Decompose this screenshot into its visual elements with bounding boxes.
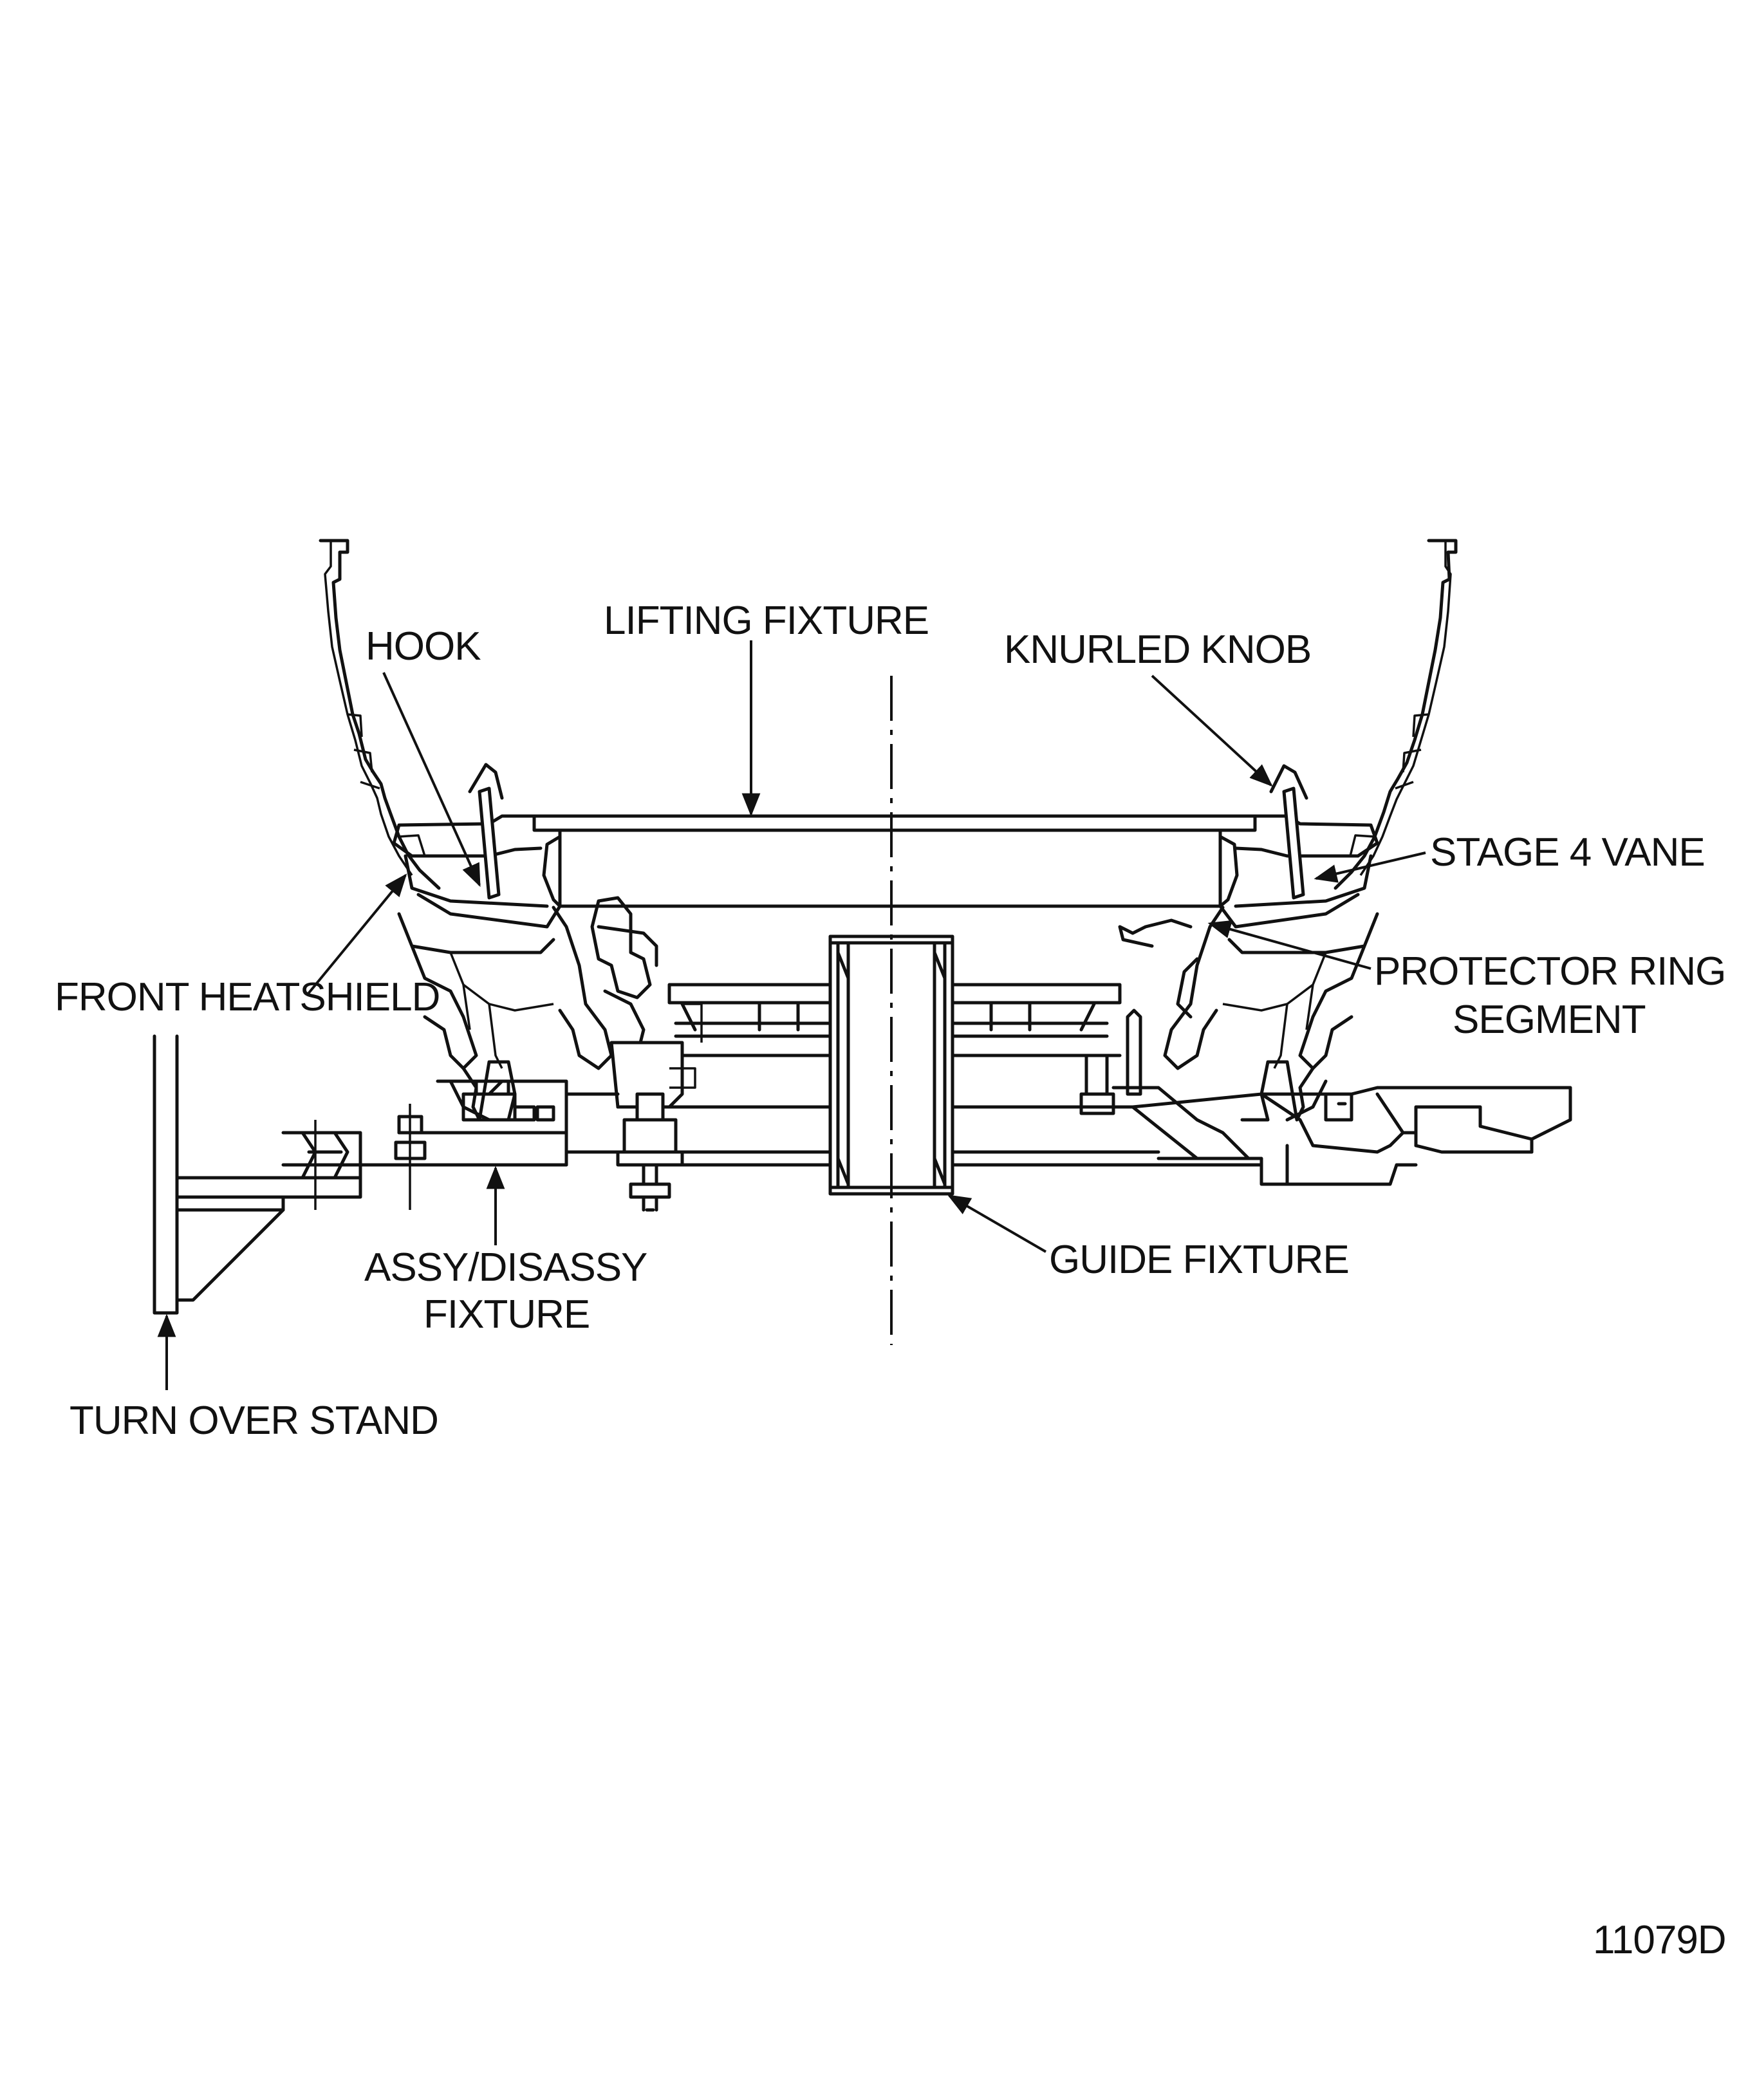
right-stud <box>1126 1008 1142 1096</box>
label-lifting-fixture: LIFTING FIXTURE <box>604 599 929 643</box>
label-protector-ring-1: PROTECTOR RING <box>1374 949 1725 994</box>
right-knob-cap <box>1269 764 1308 800</box>
right-ramp <box>1111 1086 1250 1160</box>
left-bolt-nut2 <box>629 1182 671 1199</box>
mid-rail <box>674 1021 1109 1038</box>
left-clamp <box>590 896 652 999</box>
right-mid-structure <box>1163 906 1225 1070</box>
label-front-heatshield: FRONT HEATSHIELD <box>55 975 440 1019</box>
left-casing-profile <box>319 539 441 890</box>
lifting-fixture-left-arm <box>542 835 562 908</box>
label-stage-4-vane: STAGE 4 VANE <box>1430 830 1705 875</box>
right-stud-nut <box>1084 1054 1109 1096</box>
right-knob-rod <box>1282 786 1305 900</box>
left-clamp-body <box>609 1041 684 1109</box>
right-stud-base <box>1079 1092 1115 1115</box>
label-hook: HOOK <box>366 624 481 669</box>
leader-protector-ring <box>1207 920 1371 970</box>
base-plate-outline <box>281 1092 1263 1180</box>
left-vane-detail <box>449 952 554 1069</box>
left-vane-upper <box>404 854 562 929</box>
left-knob-cap <box>468 763 504 800</box>
center-block-right <box>989 1002 1096 1032</box>
right-casing-inner <box>1359 542 1452 876</box>
leader-knurled-knob <box>1151 674 1273 787</box>
guide-fixture-inner-right <box>933 941 947 1189</box>
right-vane-upper <box>1218 854 1373 929</box>
left-block-small <box>461 1079 517 1122</box>
right-vane-detail <box>1222 952 1327 1069</box>
lifting-fixture-left-flange <box>392 814 543 858</box>
center-block-left <box>680 1002 800 1032</box>
leader-front-heatshield <box>306 873 407 996</box>
left-bolt-nut <box>622 1118 678 1154</box>
left-shim-blocks <box>301 1131 349 1180</box>
left-casing-inner <box>324 542 413 876</box>
turn-over-stand-brace <box>175 1208 285 1302</box>
left-clamp-slots <box>669 1003 703 1089</box>
lifting-fixture-right-arm <box>1218 835 1239 908</box>
turn-over-stand-arm <box>175 1176 285 1212</box>
right-lower-shroud <box>1240 1060 1328 1122</box>
base-plate-upper <box>436 1079 1572 1135</box>
label-assy-disassy-2: FIXTURE <box>423 1292 590 1337</box>
right-bracket <box>1118 918 1199 1019</box>
guide-fixture-inner-left <box>836 941 850 1189</box>
label-protector-ring-2: SEGMENT <box>1453 998 1646 1042</box>
leader-guide-fixture <box>947 1194 1047 1253</box>
central-beam <box>616 1054 1135 1109</box>
base-plate-lower <box>281 1150 1289 1199</box>
turn-over-stand-post <box>153 1034 179 1315</box>
figure-number: 11079D <box>1593 1918 1726 1962</box>
label-turn-over-stand: TURN OVER STAND <box>70 1398 438 1443</box>
leader-stage-4-vane <box>1314 851 1426 883</box>
left-casing-steps <box>347 713 426 857</box>
lifting-fixture-plate <box>532 814 1257 832</box>
left-block-small-2 <box>513 1105 555 1122</box>
label-assy-disassy-1: ASSY/DISASSY <box>364 1245 647 1290</box>
right-casing-steps <box>1349 713 1429 857</box>
left-knob-rod <box>478 786 501 900</box>
label-knurled-knob: KNURLED KNOB <box>1004 627 1311 672</box>
left-mid-structure <box>552 906 613 1070</box>
left-bolt-washer <box>616 1150 684 1167</box>
left-bolt-upper <box>635 1092 665 1122</box>
left-bolt-marks <box>314 1104 411 1210</box>
leader-hook <box>382 672 481 887</box>
right-tool-handle <box>1414 1105 1534 1154</box>
right-end-bracket <box>1324 1092 1353 1122</box>
label-guide-fixture: GUIDE FIXTURE <box>1049 1238 1349 1282</box>
